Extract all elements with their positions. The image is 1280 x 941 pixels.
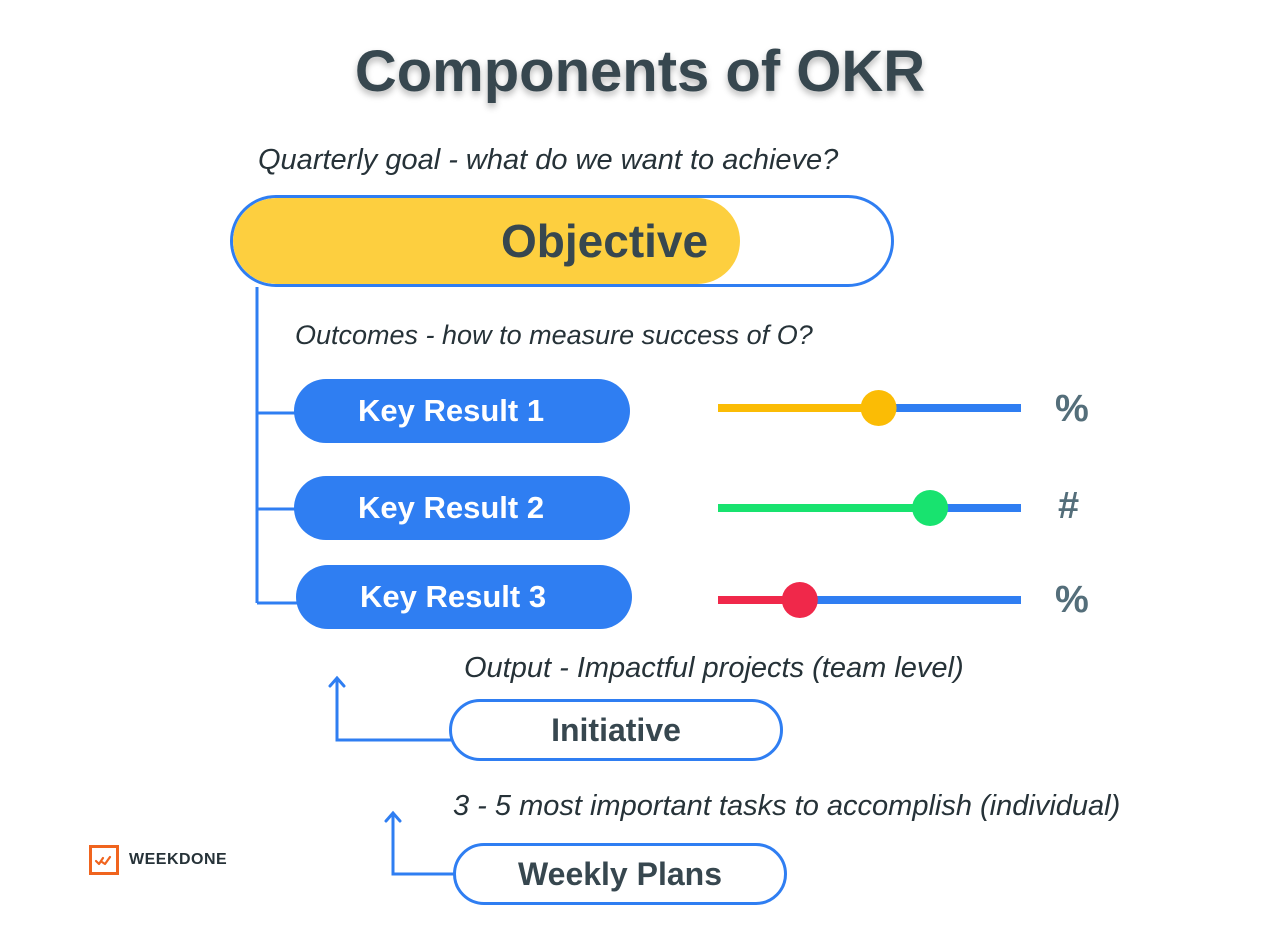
initiative-arrow-icon	[328, 675, 346, 688]
weekly-plans-caption: 3 - 5 most important tasks to accomplish…	[453, 790, 1121, 822]
key-result-2-slider-knob	[912, 490, 949, 526]
objective-caption: Quarterly goal - what do we want to achi…	[258, 144, 839, 176]
objective-tree-connector	[255, 287, 298, 605]
logo-text: WEEKDONE	[129, 851, 228, 868]
key-result-2-pill: Key Result 2	[294, 476, 630, 540]
key-result-1-slider-knob	[860, 390, 897, 426]
objective-bar: Objective	[230, 195, 894, 287]
weekly-plans-arrow-icon	[384, 810, 402, 823]
key-results-caption: Outcomes - how to measure success of O?	[295, 320, 813, 350]
objective-label: Objective	[501, 215, 709, 267]
weekdone-logo: WEEKDONE	[89, 845, 227, 875]
key-result-3-pill: Key Result 3	[296, 565, 632, 629]
weekly-plans-pill: Weekly Plans	[453, 843, 787, 905]
objective-progress-fill	[233, 198, 740, 284]
key-result-3-unit: %	[1055, 579, 1089, 621]
key-result-1-pill: Key Result 1	[294, 379, 630, 443]
initiative-caption: Output - Impactful projects (team level)	[464, 652, 964, 684]
initiative-pill: Initiative	[449, 699, 783, 761]
double-check-icon	[89, 845, 119, 875]
key-result-2-unit: #	[1058, 485, 1080, 527]
weekly-plans-connector	[391, 815, 455, 876]
initiative-connector	[335, 680, 451, 742]
key-result-1-unit: %	[1055, 388, 1089, 430]
page-title: Components of OKR	[354, 39, 926, 104]
key-result-3-slider-knob	[781, 582, 818, 618]
